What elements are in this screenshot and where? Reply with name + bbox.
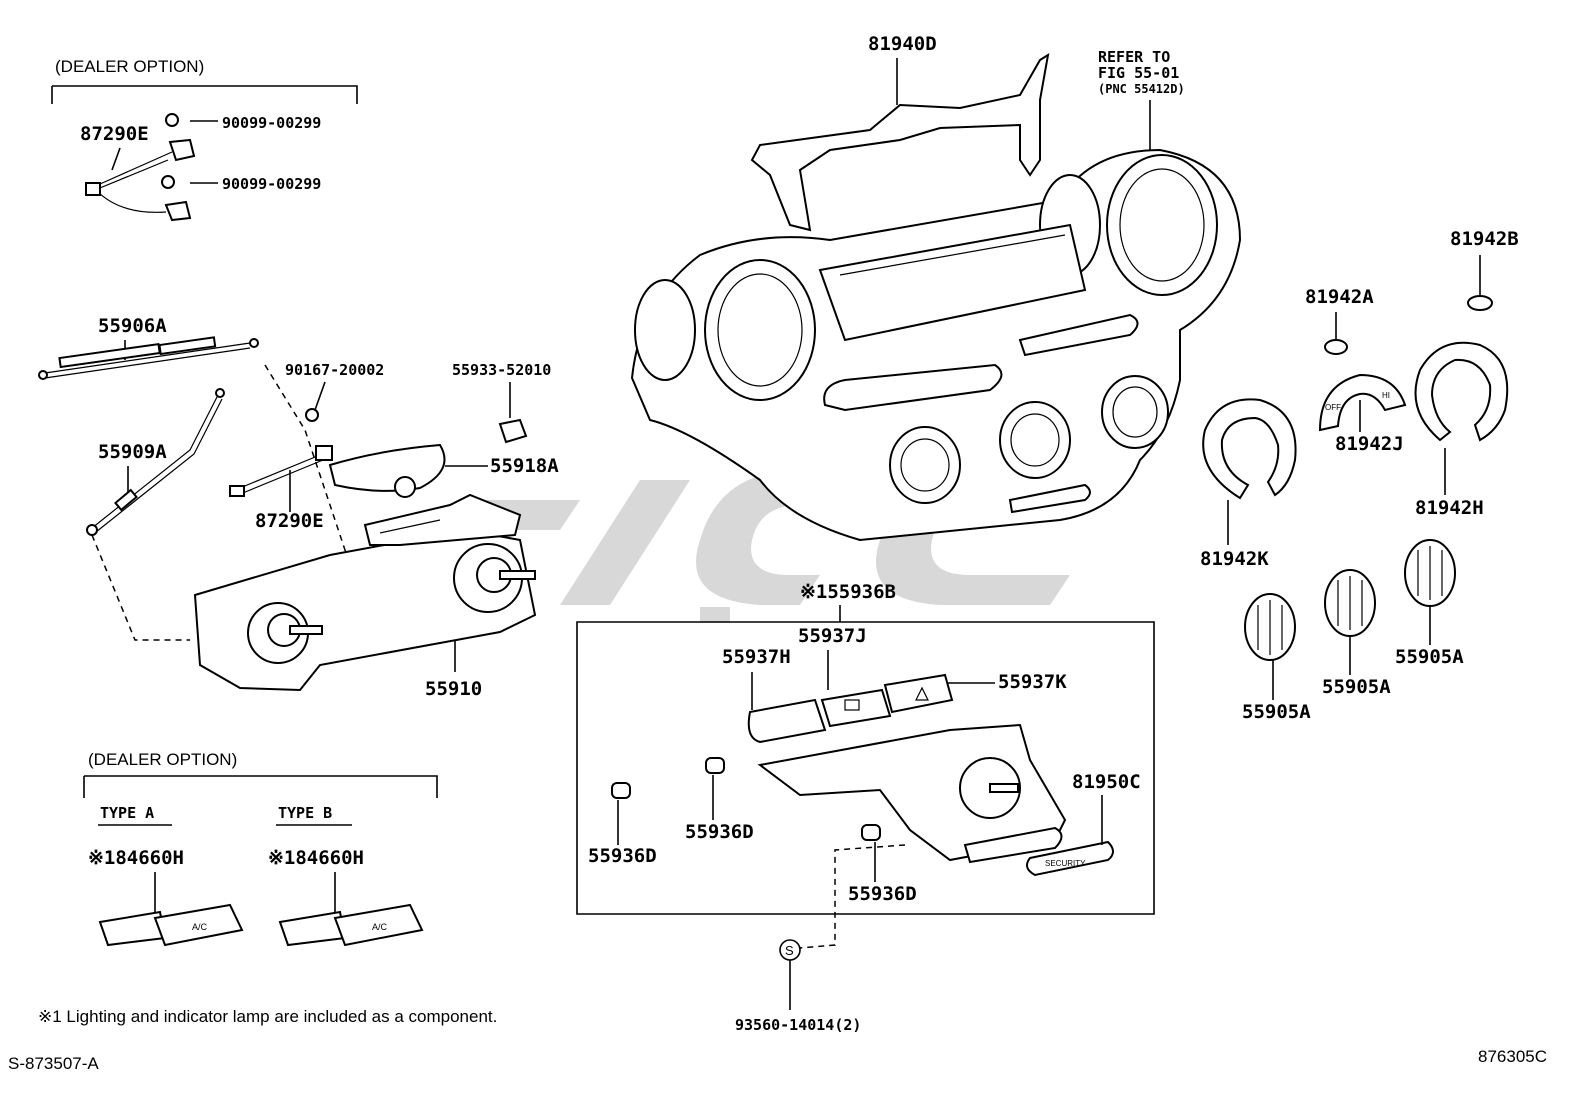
harness-87290E-top-drawing [85,113,218,222]
label-55936D-a: 55936D [588,845,657,867]
ring-81942K-drawing [1202,398,1297,500]
label-87290E-top: 87290E [80,123,149,145]
label-55936D-c: 55936D [848,883,917,905]
lamp-81942A [1324,339,1348,355]
label-87290E-mid: 87290E [255,510,324,532]
clip-55933 [498,418,528,444]
label-55905A-b: 55905A [1322,676,1391,698]
footnote: ※1 Lighting and indicator lamp are inclu… [38,1007,497,1026]
box-55936B [576,621,1155,915]
label-55936D-b: 55936D [685,821,754,843]
switch-module-drawing: SECURITY [747,673,1114,877]
left-code: S-873507-A [8,1054,99,1073]
label-84660H-a: ※184660H [88,847,184,869]
refer-line1: REFER TO [1098,48,1170,66]
heater-control-55910-drawing [193,493,537,692]
refer-line3: (PNC 55412D) [1098,82,1185,96]
label-55905A-a: 55905A [1242,701,1311,723]
label-81942B: 81942B [1450,228,1519,250]
hi-mark: HI [1382,391,1390,400]
bulbs-55936D-drawing [611,757,881,841]
label-81950C: 81950C [1072,771,1141,793]
refer-line2: FIG 55-01 [1098,64,1179,82]
wiring-81940D-drawing [750,52,1050,232]
harness-87290E-mid-drawing [229,445,333,497]
cable-55906A-drawing [38,336,259,380]
off-mark: OFF [1325,403,1341,412]
dealer-option-bottom-bracket [83,775,438,798]
label-93560: 93560-14014(2) [735,1016,861,1034]
label-81942J: 81942J [1335,433,1404,455]
label-81940D: 81940D [868,33,937,55]
ring-81942H-drawing [1414,341,1509,442]
leaders-84660H [154,872,336,912]
label-55906A: 55906A [98,315,167,337]
dealer-option-bottom-label: (DEALER OPTION) [88,750,237,769]
label-55937J: 55937J [798,625,867,647]
dashed-link-left [91,534,190,641]
lever-55918A [328,443,446,492]
label-90167: 90167-20002 [285,361,384,379]
label-55909A: 55909A [98,441,167,463]
screw-90167 [305,408,319,422]
dashed-link-mid [264,364,356,581]
label-55910: 55910 [425,678,482,700]
label-81942H: 81942H [1415,497,1484,519]
knobs-55905A-drawing [1244,539,1456,661]
label-90099-a: 90099-00299 [222,114,321,132]
label-55936B: ※155936B [800,581,896,603]
label-81942K: 81942K [1200,548,1269,570]
center-cluster-panel-drawing [630,148,1242,542]
label-55937K: 55937K [998,671,1067,693]
label-55905A-c: 55905A [1395,646,1464,668]
label-81942A: 81942A [1305,286,1374,308]
leader-90167 [314,381,326,411]
dashed-link-screw [799,844,906,949]
ac-mark-a: A/C [192,922,208,932]
screw-symbol: S [785,943,794,958]
dial-plate-81942J-drawing: OFF HI [1318,373,1407,432]
dealer-option-top-label: (DEALER OPTION) [55,57,204,76]
label-type-a: TYPE A [100,804,154,822]
label-55937H: 55937H [722,646,791,668]
label-55918A: 55918A [490,455,559,477]
dealer-option-top-bracket [51,85,358,104]
switch-type-b-drawing: A/C [278,903,424,947]
label-84660H-b: ※184660H [268,847,364,869]
label-55933: 55933-52010 [452,361,551,379]
switch-type-a-drawing: A/C [98,903,244,947]
lamp-81942B [1467,295,1493,311]
label-type-b: TYPE B [278,804,332,822]
label-90099-b: 90099-00299 [222,175,321,193]
right-code: 876305C [1478,1047,1547,1066]
ac-mark-b: A/C [372,922,388,932]
security-mark: SECURITY [1045,859,1086,868]
